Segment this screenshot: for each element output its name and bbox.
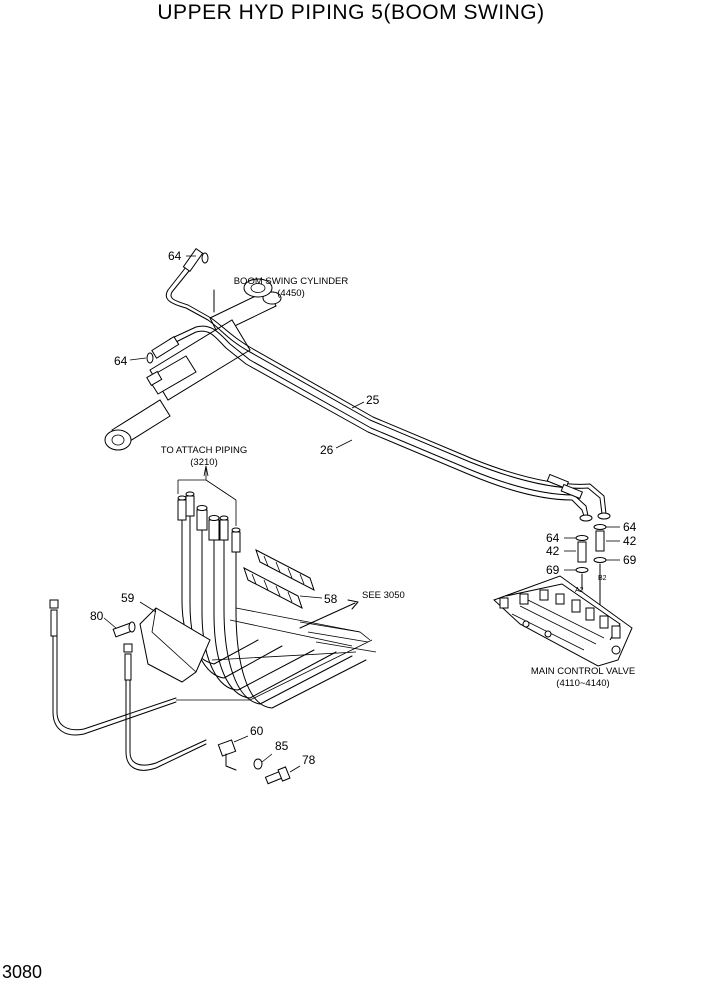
callout-26: 26 bbox=[320, 443, 334, 457]
callout-58: 58 bbox=[324, 592, 338, 606]
callout-64-top: 64 bbox=[168, 249, 182, 263]
boom-swing-cylinder bbox=[104, 278, 282, 451]
hose-25 bbox=[165, 261, 607, 515]
main-control-valve-label: MAIN CONTROL VALVE bbox=[531, 666, 635, 677]
hose-fittings bbox=[151, 247, 611, 522]
callout-59: 59 bbox=[121, 591, 135, 605]
attach-piping-bundle bbox=[177, 465, 377, 709]
bolt-78 bbox=[264, 765, 301, 785]
main-control-valve-ref: (4110~4140) bbox=[556, 678, 609, 689]
boom-swing-cylinder-ref: (4450) bbox=[277, 288, 304, 299]
page-title: UPPER HYD PIPING 5(BOOM SWING) bbox=[157, 1, 545, 24]
callout-80: 80 bbox=[90, 609, 104, 623]
to-attach-piping-ref: (3210) bbox=[190, 457, 217, 468]
callout-42-right: 42 bbox=[623, 534, 637, 548]
callout-64-valve-left: 64 bbox=[546, 531, 560, 545]
callout-64-valve-right: 64 bbox=[623, 520, 637, 534]
pin-60 bbox=[217, 735, 249, 771]
callout-69-left: 69 bbox=[546, 563, 560, 577]
callout-78: 78 bbox=[302, 753, 316, 767]
callout-60: 60 bbox=[250, 724, 264, 738]
leader-lines bbox=[129, 255, 620, 571]
to-attach-piping-label: TO ATTACH PIPING bbox=[161, 445, 248, 456]
fitting-80 bbox=[103, 617, 136, 638]
washer-85 bbox=[253, 753, 273, 770]
left-long-hose bbox=[49, 599, 250, 771]
hose-26 bbox=[169, 325, 589, 517]
see-ref-label: SEE 3050 bbox=[362, 590, 405, 601]
main-control-valve bbox=[493, 575, 633, 667]
boom-swing-cylinder-label: BOOM SWING CYLINDER bbox=[234, 276, 349, 287]
port-b2-label: B2 bbox=[598, 575, 607, 582]
callout-25: 25 bbox=[366, 393, 380, 407]
callout-42-left: 42 bbox=[546, 544, 560, 558]
port-a2-label: A2 bbox=[575, 587, 584, 594]
clamp-58 bbox=[243, 548, 323, 610]
callout-85: 85 bbox=[275, 739, 289, 753]
guard-59 bbox=[139, 601, 211, 683]
callout-64-cylinder: 64 bbox=[114, 354, 128, 368]
callout-69-right: 69 bbox=[623, 553, 637, 567]
page-number: 3080 bbox=[2, 962, 43, 982]
